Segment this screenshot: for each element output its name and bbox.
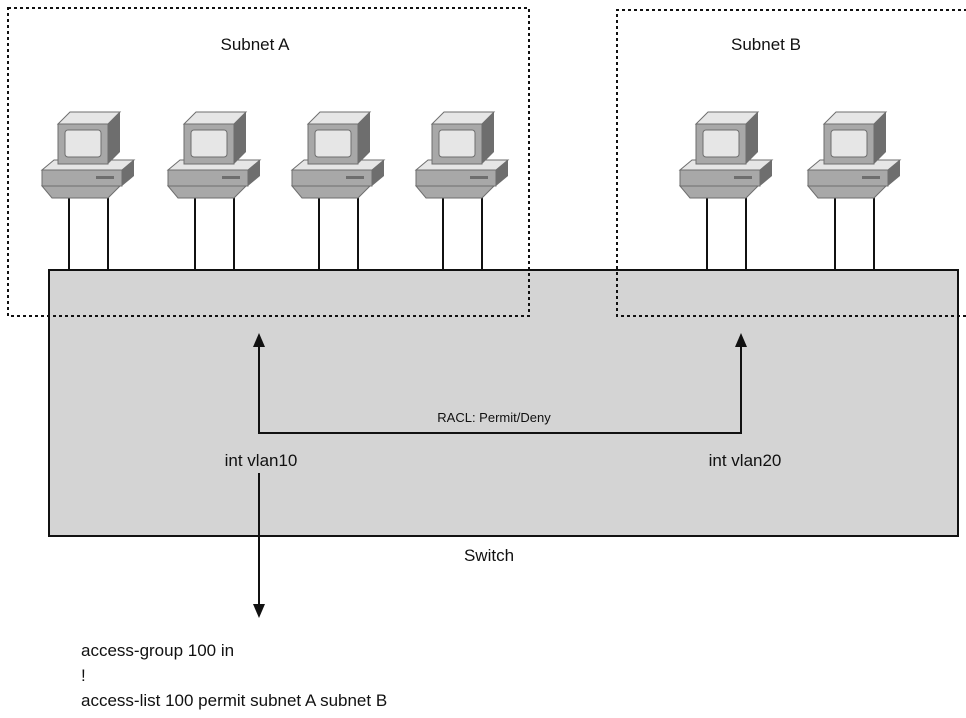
racl-arrowhead-right: [735, 333, 747, 347]
drive-slot: [470, 176, 488, 179]
config-line-2: !: [81, 666, 86, 685]
monitor-side: [108, 112, 120, 164]
drive-slot: [96, 176, 114, 179]
switch-box: [48, 269, 959, 537]
keyboard-icon: [678, 185, 760, 199]
computer-icon: [806, 111, 902, 271]
base-unit-side: [248, 160, 260, 186]
base-unit-side: [888, 160, 900, 186]
computer-icon: [414, 111, 510, 271]
monitor-screen: [190, 129, 228, 158]
vlan10-label: int vlan10: [225, 451, 298, 470]
computer-icon: [166, 111, 262, 271]
computer-icon: [40, 111, 136, 271]
drive-slot: [862, 176, 880, 179]
racl-label: RACL: Permit/Deny: [437, 410, 551, 425]
racl-path: [258, 339, 742, 434]
monitor-side: [874, 112, 886, 164]
subnet-a-boundary: [7, 7, 530, 317]
config-line-3: access-list 100 permit subnet A subnet B: [81, 691, 387, 710]
config-arrowhead: [253, 604, 265, 618]
keyboard-icon: [166, 185, 248, 199]
drive-slot: [222, 176, 240, 179]
monitor-screen: [702, 129, 740, 158]
monitor-side: [234, 112, 246, 164]
computer-icon: [678, 111, 774, 271]
monitor-screen: [314, 129, 352, 158]
base-unit-side: [122, 160, 134, 186]
keyboard-icon: [40, 185, 122, 199]
subnet-a-label: Subnet A: [220, 35, 290, 54]
monitor-screen: [830, 129, 868, 158]
base-unit-side: [760, 160, 772, 186]
base-unit-side: [372, 160, 384, 186]
computer-icon: [290, 111, 386, 271]
monitor-side: [358, 112, 370, 164]
subnet-b-boundary: [616, 9, 966, 317]
keyboard-icon: [414, 185, 496, 199]
base-unit-side: [496, 160, 508, 186]
keyboard-icon: [290, 185, 372, 199]
racl-arrowhead-left: [253, 333, 265, 347]
computers-group: [40, 111, 902, 271]
monitor-side: [746, 112, 758, 164]
vlan20-label: int vlan20: [709, 451, 782, 470]
monitor-screen: [438, 129, 476, 158]
drive-slot: [346, 176, 364, 179]
drive-slot: [734, 176, 752, 179]
subnet-b-label: Subnet B: [731, 35, 801, 54]
monitor-screen: [64, 129, 102, 158]
monitor-side: [482, 112, 494, 164]
keyboard-icon: [806, 185, 888, 199]
switch-label: Switch: [464, 546, 514, 565]
config-line-1: access-group 100 in: [81, 641, 234, 660]
